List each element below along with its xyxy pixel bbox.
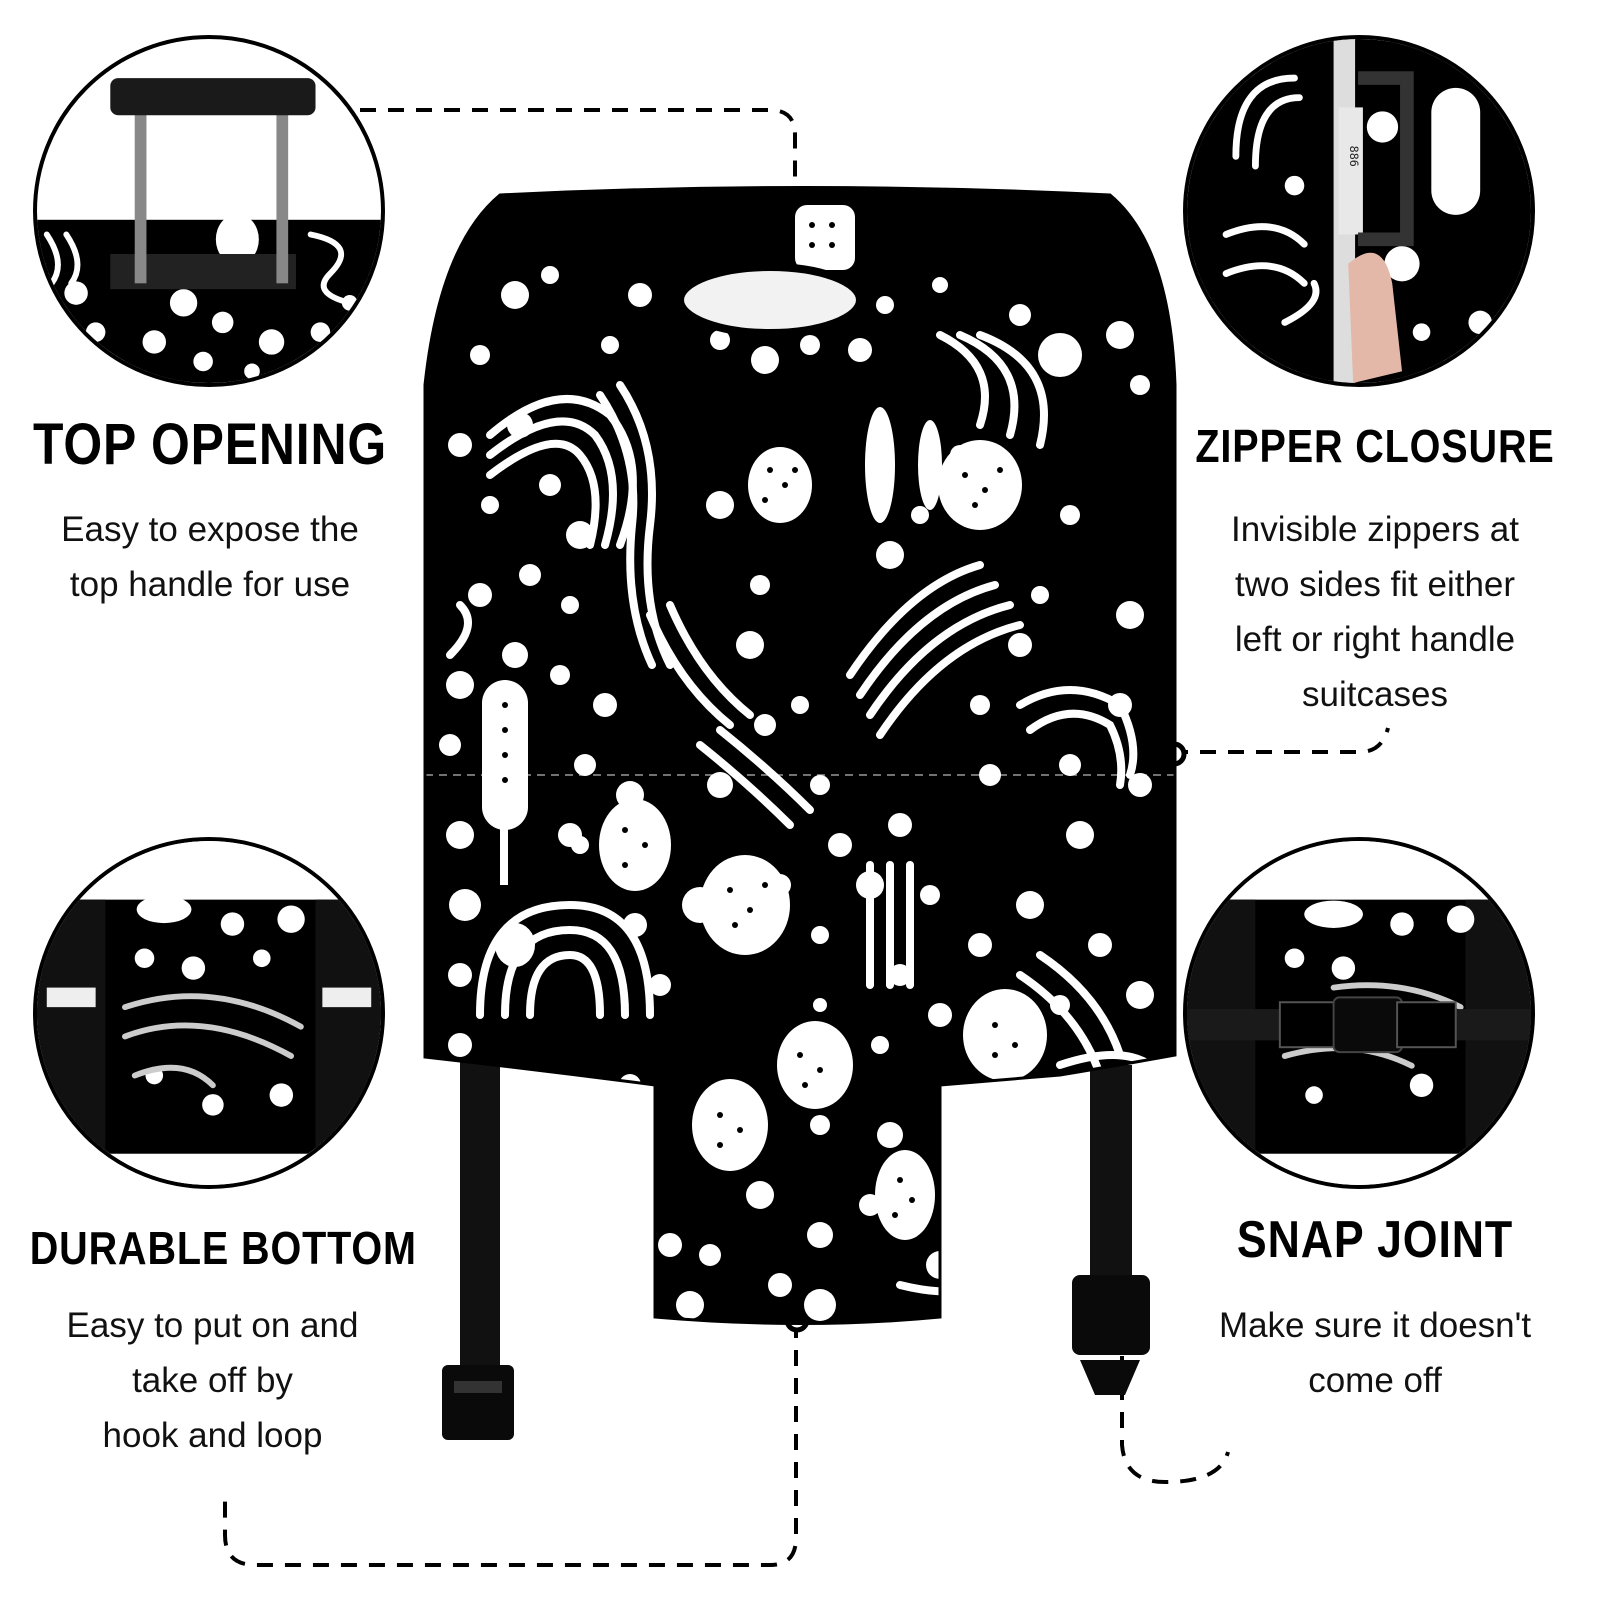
zipper-closure-detail-image: 886 <box>1183 35 1535 387</box>
pattern-ovals <box>482 205 1047 1240</box>
pattern-curves <box>446 331 1154 1296</box>
connector-zipper-closure <box>1172 727 1390 754</box>
luggage-cover-illustration <box>423 186 1177 1440</box>
snap-joint-title: SNAP JOINT <box>1236 1211 1514 1269</box>
lock-code: 886 <box>1347 146 1361 167</box>
durable-bottom-line-1: Easy to put on and <box>66 1306 359 1345</box>
top-opening-detail-image <box>33 35 385 387</box>
snap-joint-line-1: Make sure it doesn't <box>1218 1306 1532 1345</box>
connector-snap-joint <box>1120 1356 1230 1485</box>
snap-joint-description: Make sure it doesn't come off <box>1160 1298 1590 1408</box>
zipper-closure-line-4: suitcases <box>1302 675 1448 714</box>
handle-opening <box>676 263 864 337</box>
durable-bottom-detail-image <box>33 837 385 1189</box>
zipper-closure-line-2: two sides fit either <box>1234 565 1516 604</box>
zipper-closure-line-3: left or right handle <box>1234 620 1516 659</box>
connector-durable-bottom <box>223 1322 798 1567</box>
connector-top-opening <box>360 108 797 205</box>
side-straps <box>442 1045 1150 1440</box>
durable-bottom-description: Easy to put on and take off by hook and … <box>0 1298 425 1463</box>
durable-bottom-line-2: take off by <box>132 1361 293 1400</box>
zipper-closure-description: Invisible zippers at two sides fit eithe… <box>1165 502 1585 722</box>
durable-bottom-line-3: hook and loop <box>102 1416 323 1455</box>
top-opening-line-2: top handle for use <box>69 565 351 604</box>
top-opening-description: Easy to expose the top handle for use <box>0 502 420 612</box>
durable-bottom-title: DURABLE BOTTOM <box>29 1222 417 1274</box>
zipper-closure-line-1: Invisible zippers at <box>1231 510 1519 549</box>
top-opening-line-1: Easy to expose the <box>61 510 359 549</box>
top-opening-title: TOP OPENING <box>32 412 388 477</box>
zipper-closure-title: ZIPPER CLOSURE <box>1195 420 1555 472</box>
oval-spots <box>502 222 1018 1218</box>
snap-joint-detail-image <box>1183 837 1535 1189</box>
snap-joint-line-2: come off <box>1308 1361 1442 1400</box>
